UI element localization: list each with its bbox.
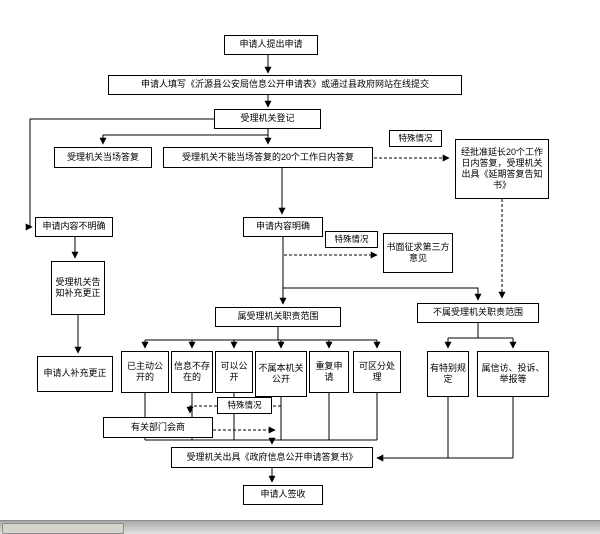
flow-node-content-clear: 申请内容明确 bbox=[243, 217, 323, 237]
flow-node-info-not-exist: 信息不存在的 bbox=[171, 351, 213, 393]
horizontal-scrollbar-thumb[interactable] bbox=[2, 523, 124, 534]
flow-node-special-case-2: 特殊情况 bbox=[325, 231, 378, 248]
horizontal-scrollbar[interactable] bbox=[0, 520, 600, 534]
flow-node-in-scope: 属受理机关职责范围 bbox=[215, 307, 341, 327]
flow-node-not-this-organ: 不属本机关公开 bbox=[255, 351, 307, 397]
flow-node-separable: 可区分处理 bbox=[353, 351, 401, 393]
flow-node-register: 受理机关登记 bbox=[214, 109, 321, 129]
flow-node-special-rule: 有特别规定 bbox=[427, 351, 469, 397]
flow-node-not-in-scope: 不属受理机关职责范围 bbox=[417, 303, 539, 323]
flow-node-applicant-supplement: 申请人补充更正 bbox=[37, 356, 113, 392]
flow-node-sign: 申请人签收 bbox=[243, 485, 323, 505]
flow-node-cannot-onspot: 受理机关不能当场答复的20个工作日内答复 bbox=[163, 147, 373, 168]
flow-node-petition: 属信访、投诉、举报等 bbox=[477, 351, 549, 397]
flow-node-onspot-reply: 受理机关当场答复 bbox=[54, 147, 152, 168]
flow-node-third-party: 书面征求第三方意见 bbox=[383, 233, 453, 273]
flow-node-repeat-apply: 重复申请 bbox=[309, 351, 349, 393]
flow-node-issue-reply: 受理机关出具《政府信息公开申请答复书》 bbox=[171, 447, 373, 468]
flow-node-consult: 有关部门会商 bbox=[103, 417, 213, 438]
flow-node-special-case-3: 特殊情况 bbox=[217, 397, 272, 414]
flow-node-notify-supplement: 受理机关告知补充更正 bbox=[51, 261, 105, 315]
flow-node-content-unclear: 申请内容不明确 bbox=[35, 217, 113, 237]
flow-node-fill-form: 申请人填写《沂源县公安局信息公开申请表》或通过县政府网站在线提交 bbox=[108, 75, 462, 95]
flow-node-submit: 申请人提出申请 bbox=[224, 35, 318, 55]
flow-node-special-case-1: 特殊情况 bbox=[389, 130, 442, 147]
flow-node-can-public: 可以公开 bbox=[215, 351, 253, 393]
flow-node-extend-reply: 经批准延长20个工作日内答复，受理机关出具《延期答复告知书》 bbox=[455, 139, 549, 199]
flow-node-already-public: 已主动公开的 bbox=[121, 351, 169, 393]
